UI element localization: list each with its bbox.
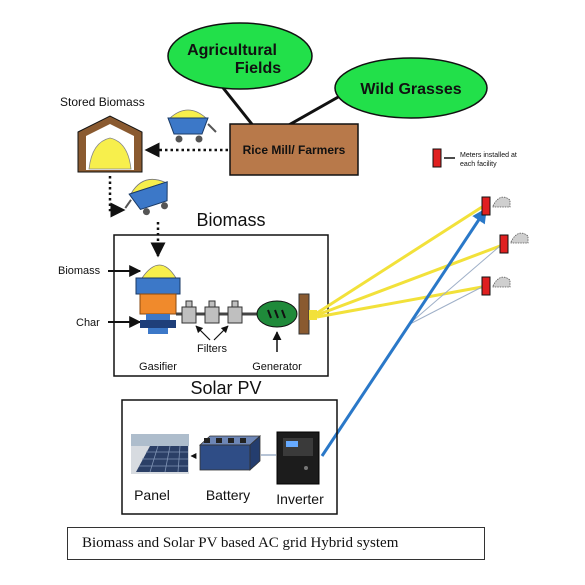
wild-grasses-node: Wild Grasses — [334, 57, 488, 119]
filters-pointer-left — [195, 325, 211, 341]
power-output-bar — [298, 293, 310, 335]
char-output-label: Char — [76, 317, 100, 329]
filters-pointer-right — [213, 325, 229, 341]
meter-legend: Meters installed at each facility — [432, 148, 517, 168]
biomass-input-label: Biomass — [58, 265, 101, 277]
meter-facility-3 — [481, 276, 511, 296]
yellow-line-2 — [316, 244, 501, 317]
filters-icon — [181, 300, 243, 324]
panel-label: Panel — [134, 487, 170, 503]
battery-icon — [198, 435, 262, 471]
biomass-cart-icon-lower — [124, 179, 169, 216]
storage-shed-icon — [77, 115, 143, 173]
figure-caption-text: Biomass and Solar PV based AC grid Hybri… — [82, 535, 399, 551]
gasifier-label: Gasifier — [139, 361, 177, 373]
gasifier-icon — [135, 264, 181, 334]
filters-label: Filters — [197, 343, 227, 355]
generator-icon — [256, 300, 298, 328]
inverter-label: Inverter — [276, 491, 324, 507]
meter-facility-2 — [499, 232, 529, 254]
thin-line-1 — [407, 245, 501, 326]
rice-mill-label: Rice Mill/ Farmers — [243, 143, 346, 157]
biomass-section-title: Biomass — [196, 210, 265, 230]
stored-biomass-label: Stored Biomass — [60, 95, 145, 109]
blue-line-inverter — [320, 207, 488, 457]
yellow-line-1 — [316, 205, 483, 315]
yellow-output-stub — [309, 310, 317, 320]
yellow-line-3 — [316, 285, 483, 319]
generator-label: Generator — [252, 361, 302, 373]
meter-legend-line2: each facility — [460, 161, 497, 168]
meter-legend-line1: Meters installed at — [460, 152, 517, 159]
solar-panel-icon — [131, 434, 189, 474]
rice-mill-node: Rice Mill/ Farmers — [229, 123, 359, 176]
thin-line-2 — [407, 286, 483, 326]
meter-facility-1 — [481, 196, 511, 216]
biomass-cart-icon-top — [167, 109, 217, 143]
wild-grasses-label: Wild Grasses — [360, 81, 461, 98]
solar-section-title: Solar PV — [190, 378, 261, 398]
battery-label: Battery — [206, 487, 250, 503]
figure-caption: Biomass and Solar PV based AC grid Hybri… — [67, 527, 485, 560]
solar-pv-box — [121, 399, 338, 515]
shed-to-cart-arrow — [108, 176, 126, 218]
agri-to-ricemill-line — [218, 83, 257, 129]
inverter-icon — [276, 431, 320, 485]
